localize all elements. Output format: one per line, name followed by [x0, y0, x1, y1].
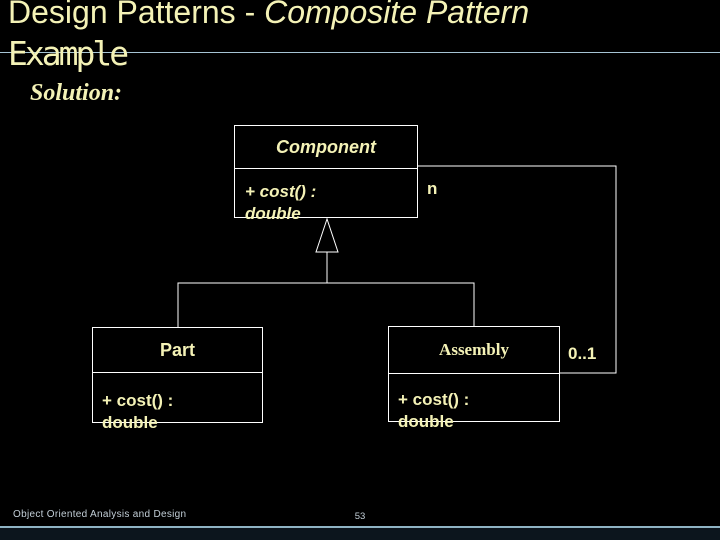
title-text-regular: Design Patterns - [8, 0, 265, 30]
inheritance-branch-line [177, 282, 475, 327]
footer-course-title: Object Oriented Analysis and Design [13, 509, 187, 520]
uml-class-component: Component + cost() : double [234, 125, 418, 223]
assembly-method-line1: + cost() : [398, 390, 470, 409]
uml-class-part: Part + cost() : double [92, 327, 263, 432]
slide-title-line1: Design Patterns - Composite Pattern [8, 0, 529, 34]
subtitle-solution: Solution: [30, 80, 123, 106]
multiplicity-0-1-label: 0..1 [568, 344, 597, 363]
footer-page-number: 53 [354, 511, 366, 522]
title-text-italic: Composite Pattern [264, 0, 530, 30]
footer-rule [0, 526, 720, 528]
assembly-class-name: Assembly [389, 327, 559, 374]
bottom-edge-strip [0, 528, 720, 540]
title-underline-rule [0, 52, 720, 53]
component-methods: + cost() : double [235, 169, 417, 225]
inheritance-triangle-icon [315, 217, 339, 253]
component-method-line1: + cost() : [245, 182, 317, 201]
multiplicity-n-label: n [427, 179, 438, 198]
slide-title-line2: Example [8, 34, 129, 73]
assembly-methods: + cost() : double [389, 374, 559, 433]
part-methods: + cost() : double [93, 373, 262, 434]
association-line [418, 165, 617, 374]
part-method-line1: + cost() : [102, 391, 174, 410]
component-method-line2: double [245, 204, 301, 223]
assembly-method-line2: double [398, 412, 454, 431]
uml-class-assembly: Assembly + cost() : double [388, 326, 560, 431]
slide-title: Design Patterns - Composite Pattern Exam… [8, 0, 529, 74]
part-method-line2: double [102, 413, 158, 432]
component-class-name: Component [235, 126, 417, 169]
part-class-name: Part [93, 328, 262, 373]
